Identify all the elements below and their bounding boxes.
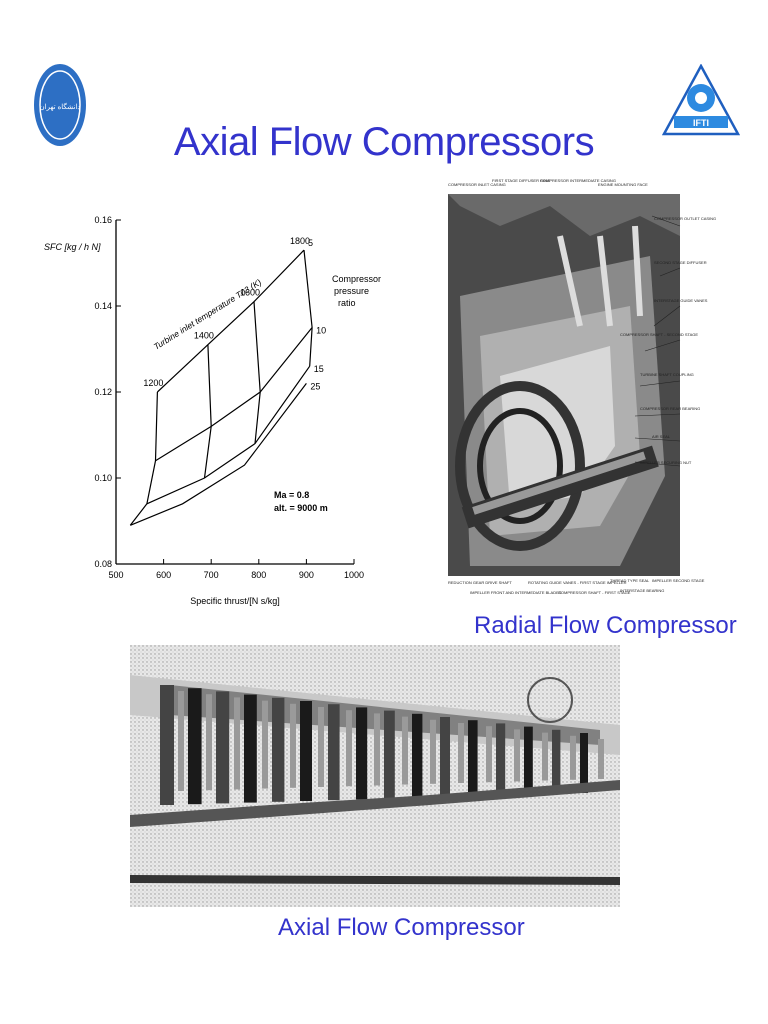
pressure-label-2: 15: [314, 364, 324, 374]
radial-label-top-1: FIRST STAGE DIFFUSER RING: [492, 178, 550, 183]
university-logo: دانشگاه تهران: [34, 64, 86, 146]
axial-blade-10: [440, 717, 450, 797]
y-axis-label: SFC [kg / h N]: [44, 242, 101, 252]
institute-logo: IFTI: [662, 64, 740, 136]
axial-stator-13: [542, 732, 548, 781]
temperature-line-1600: [253, 301, 261, 444]
axial-stator-11: [486, 726, 492, 783]
x-tick-label-3: 800: [251, 570, 266, 580]
radial-label-bottom-6: IMPELLER SECOND STAGE: [652, 578, 705, 583]
pressure-line-25: [130, 383, 307, 526]
radial-label-bottom-5: INTERSTAGE BEARING: [620, 588, 664, 593]
axial-blade-6: [328, 704, 340, 801]
axial-stator-8: [402, 716, 408, 785]
axial-blade-15: [580, 733, 588, 793]
pressure-axis-label-2: ratio: [338, 298, 356, 308]
radial-label-top-2: COMPRESSOR INTERMEDIATE CASING: [540, 178, 616, 183]
y-tick-label-4: 0.16: [94, 215, 112, 225]
axial-stator-3: [262, 700, 268, 789]
temperature-label-0: 1200: [143, 378, 163, 388]
temperature-label-2: 1600: [240, 288, 260, 298]
axial-stator-2: [234, 697, 240, 790]
performance-chart: 500 600 700 800 900 1000 0.08 0.10 0.12 0.14 0.16S…: [44, 215, 381, 606]
radial-label-right-6: AIR SEAL: [652, 434, 671, 439]
axial-blade-1: [188, 688, 202, 805]
radial-caption: Radial Flow Compressor: [474, 612, 737, 639]
axial-blade-3: [244, 694, 257, 803]
axial-blade-4: [272, 697, 285, 802]
radial-label-right-4: TURBINE SHAFT COUPLING: [640, 372, 694, 377]
axial-blade-8: [384, 710, 395, 799]
radial-label-bottom-2: ROTATING GUIDE VANES - FIRST STAGE IMPEL…: [528, 580, 627, 585]
axial-compressor-photo: [130, 645, 620, 907]
radial-label-right-1: SECOND STAGE DIFFUSER: [654, 260, 707, 265]
x-tick-label-2: 700: [204, 570, 219, 580]
axial-blade-7: [356, 707, 368, 800]
axial-blade-0: [160, 685, 174, 805]
radial-compressor-cutaway: COMPRESSOR INLET CASING FIRST STAGE DIFF…: [448, 178, 716, 595]
radial-label-bottom-4: THREAD TYPE SEAL: [610, 578, 650, 583]
x-tick-label-5: 1000: [344, 570, 364, 580]
pressure-axis-label-0: Compressor: [332, 274, 381, 284]
flight-condition-0: Ma = 0.8: [274, 490, 309, 500]
x-axis-label: Specific thrust/[N s/kg]: [190, 596, 280, 606]
axial-caption: Axial Flow Compressor: [278, 914, 525, 941]
logo-left-text: دانشگاه تهران: [40, 102, 81, 111]
axial-blade-5: [300, 701, 312, 801]
x-tick-label-0: 500: [108, 570, 123, 580]
radial-label-bottom-1: IMPELLER FRONT AND INTERMEDIATE BLADES: [470, 590, 562, 595]
radial-label-right-3: COMPRESSOR SHAFT - SECOND STAGE: [620, 332, 698, 337]
pressure-label-1: 10: [316, 326, 326, 336]
axial-stator-15: [598, 739, 604, 779]
slide-title: Axial Flow Compressors: [173, 120, 595, 164]
axial-blade-2: [216, 691, 230, 804]
pressure-line-5: [156, 249, 305, 393]
temperature-line-1800: [303, 250, 313, 367]
pressure-label-3: 25: [310, 381, 320, 391]
axial-stator-5: [318, 707, 324, 787]
x-tick-label-1: 600: [156, 570, 171, 580]
pressure-line-10: [155, 327, 313, 462]
axial-blade-12: [496, 723, 506, 796]
radial-label-right-0: COMPRESSOR OUTLET CASING: [654, 216, 716, 221]
axial-stator-4: [290, 703, 296, 788]
axial-blade-13: [524, 726, 533, 795]
radial-label-right-5: COMPRESSOR REAR BEARING: [640, 406, 700, 411]
flight-condition-1: alt. = 9000 m: [274, 503, 328, 513]
axial-stator-0: [178, 691, 184, 791]
radial-label-right-7: IMPELLER SECURING NUT: [640, 460, 692, 465]
y-tick-label-1: 0.10: [94, 473, 112, 483]
temperature-label-3: 1800: [290, 236, 310, 246]
radial-label-top-0: COMPRESSOR INLET CASING: [448, 182, 506, 187]
y-tick-label-0: 0.08: [94, 559, 112, 569]
temperature-line-1200: [129, 391, 158, 526]
axial-blade-9: [412, 713, 423, 798]
temperature-label-1: 1400: [194, 331, 214, 341]
radial-label-top-3: ENGINE MOUNTING FACE: [598, 182, 648, 187]
axial-stator-9: [430, 719, 436, 784]
axial-stator-1: [206, 694, 212, 791]
axial-stator-12: [514, 729, 520, 782]
x-tick-label-4: 900: [299, 570, 314, 580]
axial-blade-14: [552, 729, 561, 794]
axial-stator-10: [458, 723, 464, 783]
pressure-line-15: [146, 365, 311, 505]
y-tick-label-3: 0.14: [94, 301, 112, 311]
y-tick-label-2: 0.12: [94, 387, 112, 397]
axial-stator-14: [570, 735, 576, 780]
axial-blade-11: [468, 720, 478, 797]
radial-label-right-2: INTERSTAGE GUIDE VANES: [654, 298, 708, 303]
pressure-axis-label-1: pressure: [334, 286, 369, 296]
pressure-label-0: 5: [308, 238, 313, 248]
logo-right-text: IFTI: [693, 118, 709, 128]
axial-stator-6: [346, 710, 352, 787]
radial-label-bottom-3: COMPRESSOR SHAFT - FIRST STAGE: [558, 590, 631, 595]
radial-label-bottom-0: REDUCTION GEAR DRIVE SHAFT: [448, 580, 512, 585]
axial-stator-7: [374, 713, 380, 786]
temperature-line-1400: [203, 344, 212, 479]
